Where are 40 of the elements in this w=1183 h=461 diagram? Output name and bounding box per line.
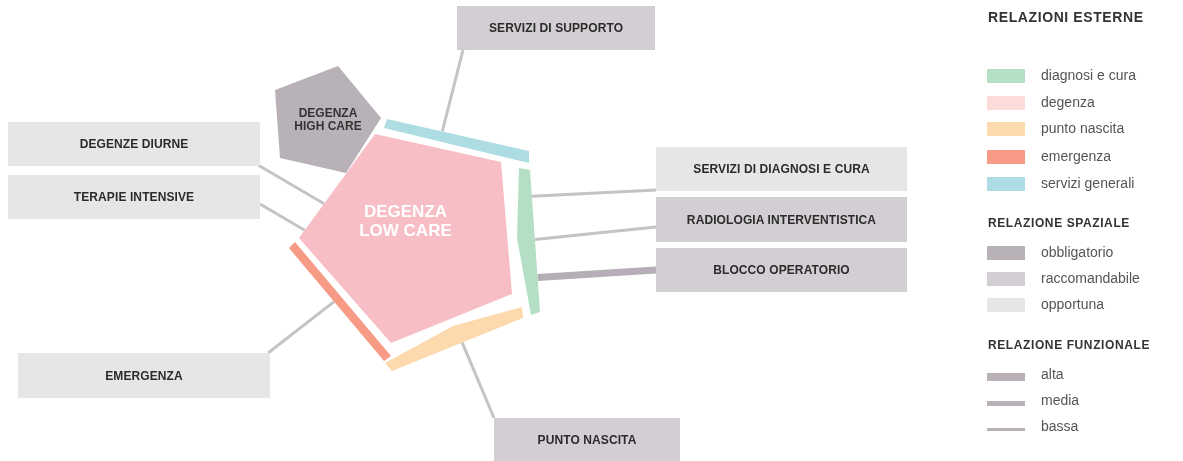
box-label: EMERGENZA <box>105 368 183 383</box>
connector-line <box>531 188 657 198</box>
box-label: RADIOLOGIA INTERVENTISTICA <box>686 212 877 227</box>
node-label: DEGENZA LOW CARE <box>358 203 453 241</box>
connector-line <box>257 163 325 205</box>
department-box <box>8 175 260 219</box>
box-label: BLOCCO OPERATORIO <box>713 263 850 277</box>
connector-line <box>460 342 496 419</box>
legend-text: punto nascita <box>1041 120 1125 136</box>
department-box <box>656 197 907 242</box>
box-label: SERVIZI DI DIAGNOSI E CURA <box>693 162 870 176</box>
department-box <box>8 122 260 166</box>
department-box <box>457 6 655 50</box>
department-box <box>18 353 270 398</box>
connector-line <box>267 300 335 355</box>
legend-text: degenza <box>1041 94 1095 110</box>
legend-text: servizi generali <box>1041 175 1135 191</box>
box-label: DEGENZE DIURNE <box>79 137 189 151</box>
legend-text: obbligatorio <box>1041 244 1114 260</box>
department-box <box>494 418 680 461</box>
legend-text: raccomandabile <box>1041 270 1140 286</box>
legend-text: diagnosi e cura <box>1041 67 1136 83</box>
legend-heading: RELAZIONI ESTERNE <box>988 9 1144 25</box>
connector-line <box>537 266 657 281</box>
box-label: TERAPIE INTENSIVE <box>73 190 195 204</box>
connector-line <box>534 225 657 241</box>
box-label: SERVIZI DI SUPPORTO <box>488 21 624 35</box>
department-box <box>656 248 907 292</box>
connector-line <box>440 49 465 132</box>
connector-line <box>259 202 306 232</box>
legend-text: media <box>1041 392 1080 408</box>
node-label: DEGENZA HIGH CARE <box>293 107 363 134</box>
legend-heading: RELAZIONE FUNZIONALE <box>988 338 1150 352</box>
legend-text: emergenza <box>1041 148 1112 164</box>
legend-text: bassa <box>1041 418 1079 434</box>
department-box <box>656 147 907 191</box>
legend-text: alta <box>1041 366 1064 382</box>
legend-heading: RELAZIONE SPAZIALE <box>988 216 1130 230</box>
legend-text: opportuna <box>1041 296 1105 312</box>
box-label: PUNTO NASCITA <box>537 432 637 447</box>
